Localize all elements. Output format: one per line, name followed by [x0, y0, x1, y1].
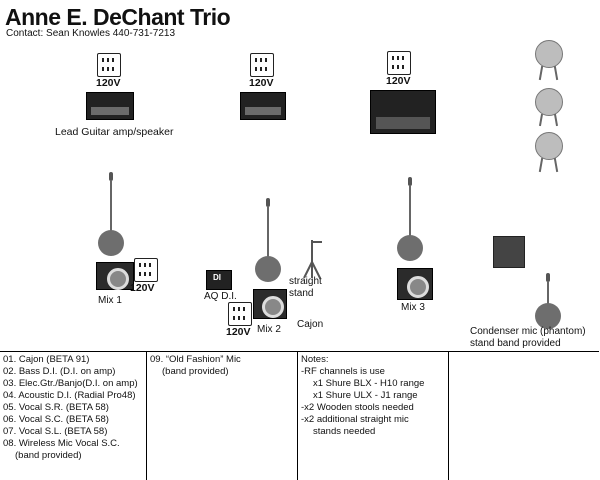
mix2-label: Mix 2	[257, 324, 281, 335]
aq-di-label: AQ D.I.	[204, 291, 237, 302]
mic-stand-base-icon	[98, 230, 124, 256]
note-line: -RF channels is use	[301, 366, 385, 377]
list-item: 01. Cajon (BETA 91)	[3, 354, 90, 365]
power-label: 120V	[249, 77, 274, 89]
list-item: 07. Vocal S.L. (BETA 58)	[3, 426, 108, 437]
list-item: 09. “Old Fashion” Mic	[150, 354, 241, 365]
power-outlet-icon	[387, 51, 411, 75]
input-list-col2: 09. “Old Fashion” Mic (band provided)	[147, 352, 297, 480]
notes-heading: Notes:	[301, 354, 329, 365]
note-line: x1 Shure ULX - J1 range	[313, 390, 418, 401]
mic-stand	[267, 206, 269, 258]
table-divider	[146, 352, 147, 480]
table-divider	[448, 352, 449, 480]
power-outlet-icon	[228, 302, 252, 326]
power-outlet-icon	[97, 53, 121, 77]
stool-leg	[538, 157, 544, 173]
di-box-text: DI	[213, 273, 221, 282]
list-item: 05. Vocal S.R. (BETA 58)	[3, 402, 109, 413]
list-item: 02. Bass D.I. (D.I. on amp)	[3, 366, 116, 377]
guitar-amp-icon	[86, 92, 134, 120]
keyboard-amp-icon	[370, 90, 436, 134]
power-outlet-icon	[134, 258, 158, 282]
lead-amp-label: Lead Guitar amp/speaker	[55, 126, 174, 138]
list-item-note: (band provided)	[15, 450, 82, 461]
cajon-label: Cajon	[297, 319, 324, 330]
stool-leg	[553, 65, 559, 81]
mic-icon	[408, 177, 412, 186]
list-item: 03. Elec.Gtr./Banjo(D.I. on amp)	[3, 378, 138, 389]
mic-stand	[110, 180, 112, 232]
mix1-label: Mix 1	[98, 295, 122, 306]
notes-col: Notes: -RF channels is use x1 Shure BLX …	[298, 352, 448, 480]
note-line: -x2 additional straight mic	[301, 414, 409, 425]
mic-icon	[546, 273, 550, 282]
input-list-table: 01. Cajon (BETA 91) 02. Bass D.I. (D.I. …	[0, 351, 599, 480]
list-item: 04. Acoustic D.I. (Radial Pro48)	[3, 390, 136, 401]
note-line: x1 Shure BLX - H10 range	[313, 378, 425, 389]
straight-stand-label: straight stand	[289, 276, 322, 299]
power-label: 120V	[226, 326, 251, 338]
monitor-wedge-icon	[253, 289, 287, 319]
stool-leg	[538, 65, 544, 81]
mic-stand-base-icon	[397, 235, 423, 261]
page-title: Anne E. DeChant Trio	[5, 4, 231, 30]
power-label: 120V	[130, 282, 155, 294]
stool-icon	[535, 132, 563, 160]
stool-leg	[538, 113, 544, 127]
power-label: 120V	[96, 77, 121, 89]
input-list-col1: 01. Cajon (BETA 91) 02. Bass D.I. (D.I. …	[0, 352, 146, 480]
monitor-wedge-icon	[397, 268, 433, 300]
mix3-label: Mix 3	[401, 302, 425, 313]
list-item-note: (band provided)	[162, 366, 229, 377]
stool-icon	[535, 40, 563, 68]
straight-stand-icon	[300, 236, 328, 285]
cajon-box-icon	[493, 236, 525, 268]
stool-icon	[535, 88, 563, 116]
list-item: 06. Vocal S.C. (BETA 58)	[3, 414, 109, 425]
monitor-wedge-icon	[96, 262, 134, 290]
power-label: 120V	[386, 75, 411, 87]
mic-icon	[109, 172, 113, 181]
condenser-label: Condenser mic (phantom) stand band provi…	[470, 326, 586, 349]
mic-icon	[266, 198, 270, 207]
list-item: 08. Wireless Mic Vocal S.C.	[3, 438, 120, 449]
power-outlet-icon	[250, 53, 274, 77]
table-divider	[297, 352, 298, 480]
stool-leg	[553, 157, 559, 173]
mic-stand	[409, 185, 411, 237]
mic-stand-base-icon	[255, 256, 281, 282]
note-line: -x2 Wooden stools needed	[301, 402, 414, 413]
mic-stand-base-icon	[535, 303, 561, 329]
stool-leg	[553, 113, 559, 127]
di-box-icon: DI	[206, 270, 232, 290]
mic-stand	[547, 281, 549, 306]
bass-amp-icon	[240, 92, 286, 120]
contact-info: Contact: Sean Knowles 440-731-7213	[6, 28, 176, 39]
note-line: stands needed	[313, 426, 376, 437]
